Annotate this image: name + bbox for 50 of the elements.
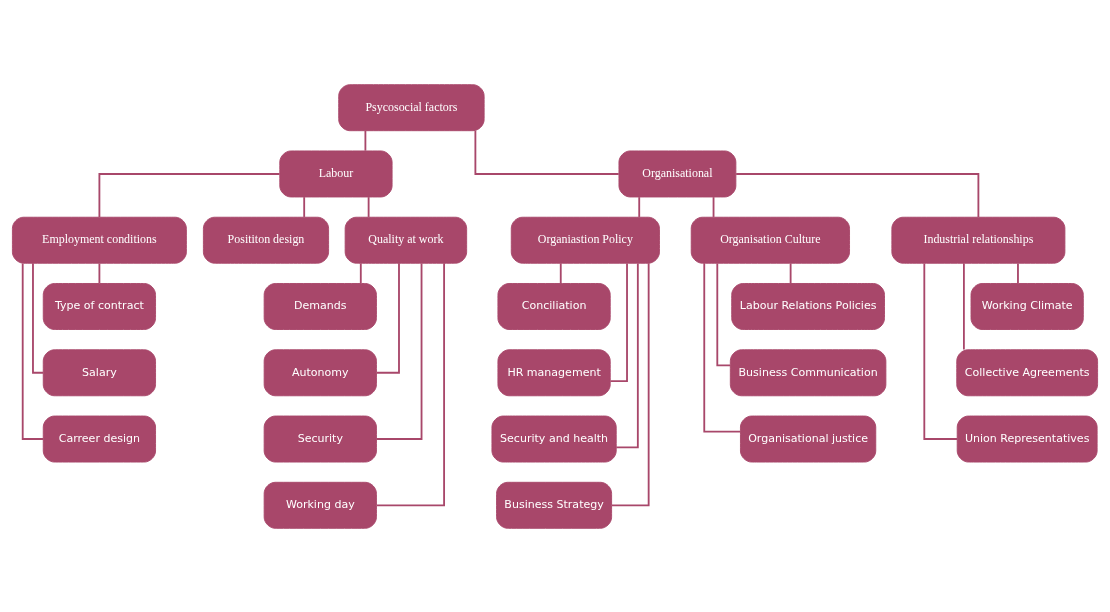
node-box: Posititon design [202, 216, 330, 264]
connector [962, 261, 965, 350]
connector [712, 195, 715, 218]
node-box: Union Representatives [956, 415, 1098, 462]
node-box: Salary [42, 348, 156, 396]
node-box: Demands [263, 282, 377, 330]
node-box: Business Strategy [496, 481, 613, 529]
node-box: Organisation Culture [690, 216, 850, 264]
connector [359, 262, 362, 284]
node-box: Working day [263, 481, 377, 529]
node-box: Conciliation [497, 282, 611, 330]
node-box: HR management [497, 348, 611, 396]
node-box: Type of contract [42, 282, 156, 330]
node-box: Organisational justice [740, 415, 877, 462]
node-box: Organisational [618, 150, 737, 197]
node-box: Quality at work [344, 216, 468, 264]
connector [367, 195, 370, 218]
node-box: Organiastion Policy [510, 216, 660, 264]
connector [364, 129, 367, 152]
connector [303, 195, 306, 218]
connector [1017, 262, 1019, 284]
connector [375, 261, 445, 506]
connector [716, 262, 732, 366]
connector [703, 261, 742, 433]
connector [375, 261, 400, 374]
node-box: Carreer design [42, 415, 156, 462]
node-box: Working Climate [970, 282, 1084, 330]
connector [638, 195, 641, 218]
node-box: Collective Agreements [956, 348, 1099, 396]
connector [98, 172, 281, 218]
connector [375, 262, 423, 440]
node-box: Industrial relationships [891, 216, 1066, 264]
node-box: Business Communication [729, 348, 887, 396]
connector [615, 262, 639, 448]
connector [98, 262, 101, 284]
connector [559, 262, 562, 284]
node-box: Autonomy [263, 348, 377, 396]
connector [789, 262, 792, 284]
node-box: Labour [279, 150, 393, 197]
node-box: Security and health [491, 415, 617, 462]
connector [474, 129, 620, 175]
connector [923, 262, 959, 440]
node-box: Security [263, 415, 377, 462]
connector [32, 261, 44, 374]
node-box: Labour Relations Policies [731, 282, 885, 330]
node-box: Employment conditions [11, 216, 187, 264]
node-box: Psycosocial factors [338, 83, 485, 131]
connector [21, 262, 45, 440]
connector [735, 172, 980, 218]
connector [610, 261, 650, 506]
